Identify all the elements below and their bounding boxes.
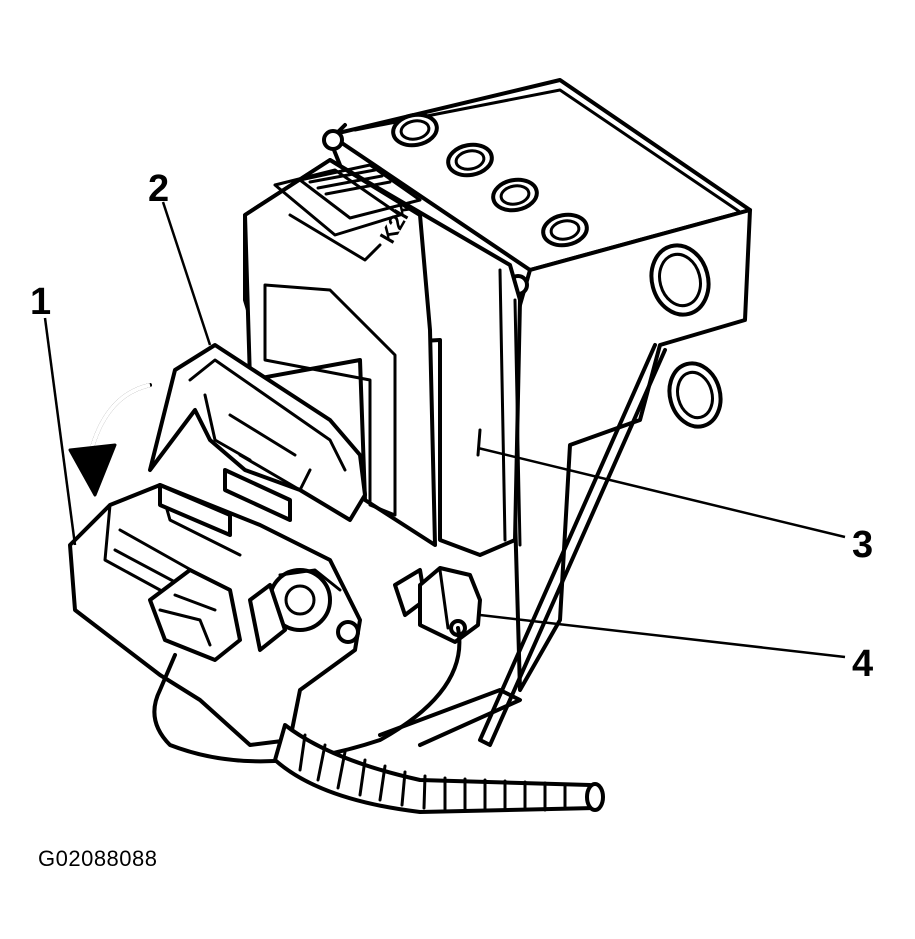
harness-connector [68, 483, 362, 747]
leader-line-4 [479, 613, 846, 659]
callout-2: 2 [148, 168, 170, 210]
leader-line-2 [161, 201, 212, 346]
port-holes [391, 112, 589, 248]
leader-line-3 [477, 446, 846, 539]
side-ports [649, 243, 723, 429]
leader-line-1 [43, 317, 77, 546]
modulator-block [322, 78, 752, 747]
rotation-arrow-icon [68, 383, 152, 497]
callout-1: 1 [30, 281, 52, 323]
harness-conduit [273, 723, 605, 814]
figure-id: G02088088 [38, 846, 158, 871]
control-module [243, 158, 522, 557]
callout-4: 4 [852, 643, 874, 685]
sensor-plug [393, 566, 482, 644]
connector-lock-lever [148, 343, 367, 537]
callout-3: 3 [852, 524, 874, 566]
